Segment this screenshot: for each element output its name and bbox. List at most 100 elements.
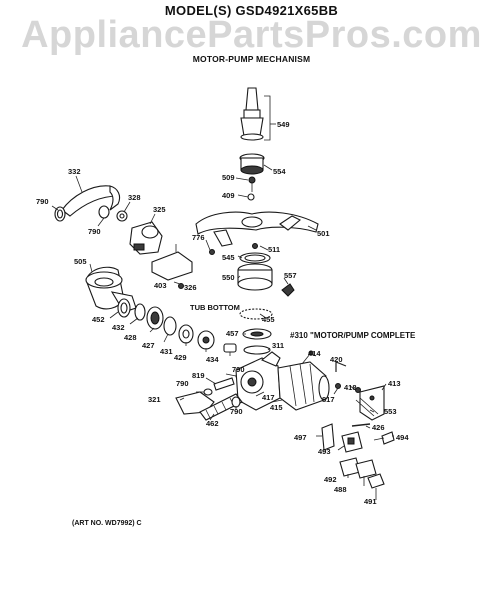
callout-426: 426 xyxy=(372,423,385,432)
part-413-bracket[interactable] xyxy=(359,385,385,421)
part-motor-415[interactable] xyxy=(277,361,330,411)
callout-326: 326 xyxy=(184,283,197,292)
callout-790-e: 790 xyxy=(230,407,243,416)
callout-417: 417 xyxy=(262,393,275,402)
part-332-hose[interactable] xyxy=(61,185,121,217)
part-501-spray-arm[interactable] xyxy=(195,211,319,247)
model-title: MODEL(S) GSD4921X65BB xyxy=(164,3,339,18)
part-426-screw[interactable] xyxy=(351,423,371,427)
part-452-seal[interactable] xyxy=(117,298,131,318)
art-number: (ART NO. WD7992) C xyxy=(72,520,142,527)
callout-505: 505 xyxy=(74,257,87,266)
part-431-ring[interactable] xyxy=(178,324,194,344)
callout-509: 509 xyxy=(222,173,235,182)
callout-790-d: 790 xyxy=(176,379,189,388)
callout-427: 427 xyxy=(142,341,155,350)
callout-776: 776 xyxy=(192,233,205,242)
part-429-disc[interactable] xyxy=(197,330,215,350)
callout-457: 457 xyxy=(226,329,239,338)
diagram-subtitle: MOTOR-PUMP MECHANISM xyxy=(192,54,311,64)
part-493-switch[interactable] xyxy=(341,431,363,453)
part-553-springs[interactable] xyxy=(355,397,379,417)
watermark: AppliancePartsPros.com xyxy=(21,14,482,56)
callout-549: 549 xyxy=(277,120,290,129)
part-457-impeller[interactable] xyxy=(242,328,272,340)
callout-491: 491 xyxy=(364,497,377,506)
callout-511: 511 xyxy=(268,245,280,254)
part-434-spacer[interactable] xyxy=(223,343,237,353)
part-491-clip[interactable] xyxy=(367,473,385,489)
callout-488: 488 xyxy=(334,485,347,494)
callout-501: 501 xyxy=(317,229,330,238)
part-432-ring[interactable] xyxy=(134,303,146,321)
part-428-disc[interactable] xyxy=(146,306,164,330)
part-497-bracket[interactable] xyxy=(321,423,335,451)
callout-432: 432 xyxy=(112,323,125,332)
part-403-screw[interactable] xyxy=(178,283,184,289)
part-pump-body[interactable] xyxy=(235,351,281,411)
callout-409: 409 xyxy=(222,191,235,200)
part-776-screw[interactable] xyxy=(209,249,215,255)
part-545-seal[interactable] xyxy=(239,252,271,264)
callout-415: 415 xyxy=(270,403,283,412)
label-tub-bottom: TUB BOTTOM xyxy=(190,303,240,312)
callout-429: 429 xyxy=(174,353,187,362)
callout-403: 403 xyxy=(154,281,167,290)
part-311-seal[interactable] xyxy=(243,345,271,355)
callout-545: 545 xyxy=(222,253,235,262)
callout-325: 325 xyxy=(153,205,166,214)
callout-494: 494 xyxy=(396,433,409,442)
callout-numbers: 549 554 509 409 332 790 328 325 790 776 … xyxy=(36,120,416,506)
part-509-screw[interactable] xyxy=(248,176,256,192)
part-488-plate[interactable] xyxy=(355,459,377,479)
part-325-valve[interactable] xyxy=(129,221,163,255)
part-427-seal[interactable] xyxy=(163,316,177,336)
callout-493: 493 xyxy=(318,447,331,456)
callout-413: 413 xyxy=(388,379,401,388)
part-817-bolt[interactable] xyxy=(335,383,341,389)
callout-817: 817 xyxy=(322,395,335,404)
part-557-clip[interactable] xyxy=(281,283,295,297)
callout-557: 557 xyxy=(284,271,297,280)
callout-790-b: 790 xyxy=(88,227,101,236)
callout-790-a: 790 xyxy=(36,197,49,206)
part-790-clamp-d[interactable] xyxy=(203,388,213,396)
callout-431: 431 xyxy=(160,347,173,356)
callout-414: 414 xyxy=(308,349,321,358)
part-494-connector[interactable] xyxy=(373,431,395,445)
part-326-bracket[interactable] xyxy=(151,244,193,281)
part-550-housing[interactable] xyxy=(237,263,273,291)
part-409-nut[interactable] xyxy=(247,193,255,201)
part-790-clamp-e[interactable] xyxy=(231,396,241,408)
part-554-cap[interactable] xyxy=(239,153,265,175)
callout-332: 332 xyxy=(68,167,81,176)
callout-455: 455 xyxy=(262,315,275,324)
part-511-ring[interactable] xyxy=(252,243,258,249)
leader-lines xyxy=(51,175,394,500)
callout-418: 418 xyxy=(344,383,357,392)
callout-452: 452 xyxy=(92,315,105,324)
callout-428: 428 xyxy=(124,333,137,342)
callout-462: 462 xyxy=(206,419,219,428)
part-790-clamp-a[interactable] xyxy=(54,206,66,222)
label-motor-pump-complete: #310 "MOTOR/PUMP COMPLETE xyxy=(290,331,416,340)
callout-434: 434 xyxy=(206,355,219,364)
callout-819: 819 xyxy=(192,371,205,380)
part-819-hose[interactable] xyxy=(213,377,235,391)
callout-328: 328 xyxy=(128,193,141,202)
callout-321: 321 xyxy=(148,395,161,404)
callout-550: 550 xyxy=(222,273,235,282)
callout-790-c: 790 xyxy=(232,365,245,374)
part-420-rod[interactable] xyxy=(335,361,347,372)
callout-311: 311 xyxy=(272,341,284,350)
part-414-wire[interactable] xyxy=(301,350,314,365)
part-328-ring[interactable] xyxy=(116,210,128,222)
part-462-drain-hose[interactable] xyxy=(199,393,243,421)
callout-492: 492 xyxy=(324,475,337,484)
callout-554: 554 xyxy=(273,167,286,176)
part-790-clamp-b[interactable] xyxy=(98,205,110,219)
callout-420: 420 xyxy=(330,355,343,364)
part-549-spray-tower[interactable] xyxy=(240,87,264,141)
